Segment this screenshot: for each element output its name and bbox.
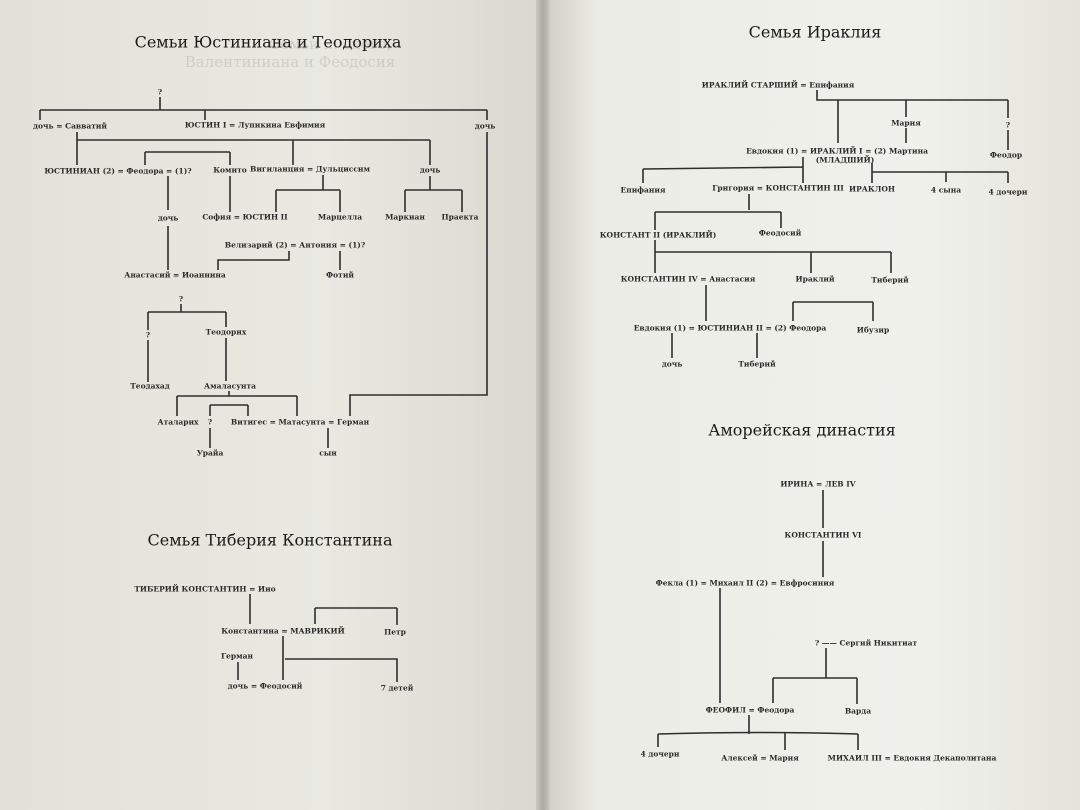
section-title: Аморейская династия: [708, 420, 896, 440]
tree-line: [275, 175, 341, 212]
tree-line: [76, 132, 431, 165]
tree-line: [209, 428, 329, 448]
book-spine: [536, 0, 550, 810]
tree-line: [654, 194, 782, 230]
tree-node: дочь: [474, 121, 496, 131]
tree-node: дочь: [157, 213, 179, 223]
tree-node: Анастасий = Иоаннина: [124, 270, 226, 280]
tree-line: [705, 285, 874, 321]
bleed-through-text: Семьи ... ского,: [268, 35, 392, 53]
tree-node: Комито: [213, 165, 247, 175]
tree-node: КОНСТАНТИН VI: [784, 530, 862, 540]
tree-node: Маркиан: [385, 212, 425, 222]
tree-node: Константина = МАВРИКИЙ: [221, 626, 345, 636]
tree-node: Урайа: [196, 448, 224, 458]
tree-line: [349, 132, 488, 416]
tree-node: Евдокия (1) = ЮСТИНИАН II = (2) Феодора: [633, 323, 827, 333]
tree-line: [237, 636, 398, 682]
tree-node: Фотий: [326, 270, 354, 280]
tree-node: Григория = КОНСТАНТИН III: [712, 183, 844, 193]
tree-line: [654, 240, 892, 273]
tree-node: ? —— Сергий Никитиат: [814, 638, 918, 648]
tree-node: 7 детей: [380, 683, 414, 693]
tree-node: ?: [145, 330, 151, 340]
tree-node: Фекла (1) = Михаил II (2) = Евфросиния: [655, 578, 835, 588]
tree-node: Ибузир: [856, 325, 890, 335]
tree-line: [671, 333, 758, 358]
tree-node: Алексей = Мария: [721, 753, 799, 763]
tree-node: 4 дочери: [988, 187, 1028, 197]
tree-line: [772, 648, 858, 704]
tree-line: [249, 594, 398, 625]
tree-node: Марцелла: [317, 212, 363, 222]
section-title: Семья Ираклия: [748, 22, 882, 42]
tree-node: сын: [319, 448, 337, 458]
tree-node: Варда: [844, 706, 872, 716]
tree-node: Аталарих: [157, 417, 199, 427]
tree-node: Тиберий: [738, 359, 776, 369]
tree-node: Велизарий (2) = Антония = (1)?: [224, 240, 366, 250]
tree-node: Епифания: [620, 185, 666, 195]
tree-node: Герман: [220, 651, 254, 661]
tree-node: Витигес = Матасунта = Герман: [230, 417, 370, 427]
tree-line: [176, 391, 298, 416]
tree-line: [39, 97, 488, 120]
tree-node: Ираклий: [795, 274, 835, 284]
section-title: Семьи Юстиниана и Теодориха: [134, 32, 402, 52]
tree-node: дочь = Феодосий: [227, 681, 303, 691]
tree-node: ?: [157, 87, 163, 97]
tree-node: дочь: [419, 165, 441, 175]
tree-node: КОНСТАНТ II (ИРАКЛИЙ): [599, 230, 717, 240]
tree-node: ИРИНА = ЛЕВ IV: [780, 479, 856, 489]
tree-node: (МЛАДШИЙ): [815, 155, 875, 165]
tree-node: София = ЮСТИН II: [202, 212, 288, 222]
tree-node: 4 сына: [930, 185, 962, 195]
tree-node: ?: [207, 417, 213, 427]
tree-node: ИРАКЛИЙ СТАРШИЙ = Епифания: [701, 80, 855, 90]
tree-node: ФЕОФИЛ = Феодора: [705, 705, 795, 715]
section-title: Семья Тиберия Константина: [147, 530, 393, 550]
tree-node: Праекта: [441, 212, 479, 222]
left-page: [0, 0, 545, 810]
tree-line: [657, 715, 859, 750]
tree-node: КОНСТАНТИН IV = Анастасия: [620, 274, 756, 284]
tree-line: [404, 176, 463, 212]
right-page: [545, 0, 1080, 810]
tree-line: [217, 251, 341, 270]
tree-node: ?: [178, 294, 184, 304]
tree-node: ЮСТИН I = Лупикина Евфимия: [184, 120, 326, 130]
tree-node: ИРАКЛОН: [849, 184, 895, 194]
tree-line: [147, 304, 227, 382]
tree-node: Теодорих: [205, 327, 247, 337]
tree-node: 4 дочери: [640, 749, 680, 759]
tree-node: МИХАИЛ III = Евдокия Декаполитана: [827, 753, 997, 763]
tree-node: Мария: [891, 118, 921, 128]
tree-line: [871, 163, 1009, 183]
tree-node: Петр: [384, 627, 406, 637]
tree-node: ?: [1005, 120, 1011, 130]
tree-line: [642, 157, 804, 183]
tree-node: ТИБЕРИЙ КОНСТАНТИН = Иио: [134, 584, 276, 594]
tree-node: Тиберий: [871, 275, 909, 285]
tree-node: Вигиланция = Дульциссим: [249, 164, 371, 174]
tree-node: дочь = Савватий: [33, 121, 107, 131]
tree-node: дочь: [661, 359, 683, 369]
tree-line: [144, 151, 231, 212]
tree-node: Теодахад: [130, 381, 170, 391]
tree-node: Феодосий: [758, 228, 802, 238]
tree-node: Феодор: [989, 150, 1023, 160]
tree-line: [816, 90, 1009, 150]
tree-node: Амаласунта: [204, 381, 256, 391]
tree-node: ЮСТИНИАН (2) = Феодора = (1)?: [44, 166, 192, 176]
tree-node: Евдокия (1) = ИРАКЛИЙ I = (2) Мартина: [746, 146, 928, 156]
bleed-through-text: Валентиниана и Феодосия: [184, 53, 396, 71]
